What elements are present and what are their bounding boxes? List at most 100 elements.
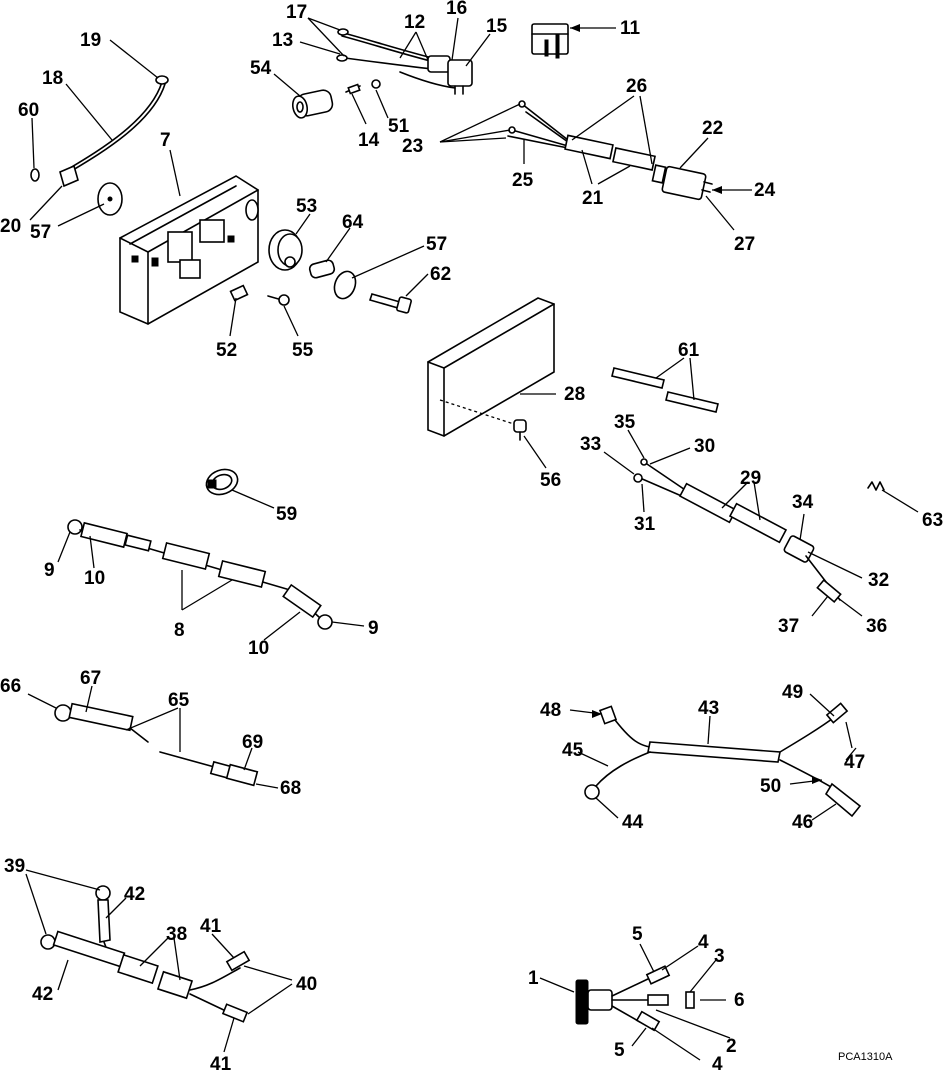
figure-code: PCA1310A [838,1051,893,1063]
callout-39: 39 [4,856,25,877]
callout-43: 43 [698,698,719,719]
callout-69: 69 [242,732,263,753]
callout-30: 30 [694,436,715,457]
callout-11: 11 [620,18,641,39]
harness-21-27 [507,100,713,201]
callout-13: 13 [272,30,293,51]
callout-38: 38 [166,924,187,945]
socket-54 [291,89,334,119]
callout-56: 56 [540,470,561,491]
callout-57-left: 57 [30,222,51,243]
battery-cable-8 [67,519,333,630]
callout-33: 33 [580,434,601,455]
relay-11 [531,23,569,59]
callout-9-right: 9 [368,618,379,639]
callout-51: 51 [388,116,410,137]
clamp-59 [205,468,239,496]
callout-62: 62 [430,264,451,285]
sleeves-61 [611,367,719,413]
control-box-7 [119,175,259,325]
callout-10-right: 10 [248,638,269,659]
cover-28 [427,297,555,437]
harness-29-37 [633,458,842,604]
callout-4-bottom: 4 [712,1054,723,1073]
callout-44: 44 [622,812,644,833]
callout-23: 23 [402,136,423,157]
callout-54: 54 [250,58,272,79]
callout-50: 50 [760,776,781,797]
callout-64: 64 [342,212,364,233]
callout-25: 25 [512,170,534,191]
callout-24: 24 [754,180,776,201]
callout-8: 8 [174,620,185,641]
harness-12-17 [336,28,473,95]
callout-19: 19 [80,30,101,51]
cable-65 [54,702,259,787]
harness-43 [584,702,862,818]
callout-6: 6 [734,990,745,1011]
callout-63: 63 [922,510,943,531]
callout-65: 65 [168,690,190,711]
callout-28: 28 [564,384,585,405]
wire-clip-63 [867,481,885,491]
callout-27: 27 [734,234,755,255]
callout-32: 32 [868,570,889,591]
callout-18: 18 [42,68,63,89]
callout-26: 26 [626,76,647,97]
callout-4-top: 4 [698,932,709,953]
terminals-14-51 [345,79,381,95]
leader-lines [25,17,919,1061]
callout-68: 68 [280,778,301,799]
callout-52: 52 [216,340,237,361]
callout-1: 1 [528,968,539,989]
callout-35: 35 [614,412,636,433]
callout-9-left: 9 [44,560,55,581]
callout-5-bottom: 5 [614,1040,625,1061]
callout-20: 20 [0,216,21,237]
callout-61: 61 [678,340,700,361]
callout-5-top: 5 [632,924,643,945]
callout-34: 34 [792,492,814,513]
callout-7: 7 [160,130,171,151]
grommet-53 [268,229,303,271]
washer-57 [333,270,357,300]
callout-3: 3 [714,946,725,967]
callout-47: 47 [844,752,865,773]
callout-59: 59 [276,504,297,525]
callout-49: 49 [782,682,803,703]
callout-15: 15 [486,16,508,37]
connector-1 [575,965,695,1032]
callout-10-left: 10 [84,568,105,589]
callout-14: 14 [358,130,380,151]
spacer-64 [308,259,336,279]
callout-46: 46 [792,812,813,833]
callout-22: 22 [702,118,723,139]
callout-17: 17 [286,2,307,23]
callout-41-bottom: 41 [210,1054,232,1073]
callout-41-top: 41 [200,916,222,937]
callout-31: 31 [634,514,656,535]
callout-48: 48 [540,700,561,721]
callout-45: 45 [562,740,584,761]
screw-62 [368,293,412,314]
callout-42-bottom: 42 [32,984,53,1005]
callout-66: 66 [0,676,21,697]
callout-67: 67 [80,668,101,689]
clip-52 [229,284,249,302]
callout-12: 12 [404,12,425,33]
screw-55 [267,294,290,306]
callout-53: 53 [296,196,317,217]
cable-38 [40,885,251,1023]
callout-36: 36 [866,616,887,637]
callout-55: 55 [292,340,314,361]
screw-56 [513,419,527,441]
callout-60: 60 [18,100,39,121]
callout-2: 2 [726,1036,737,1057]
callout-37: 37 [778,616,799,637]
callout-57-right: 57 [426,234,447,255]
callout-21: 21 [582,188,604,209]
ground-strap-18 [30,75,169,188]
